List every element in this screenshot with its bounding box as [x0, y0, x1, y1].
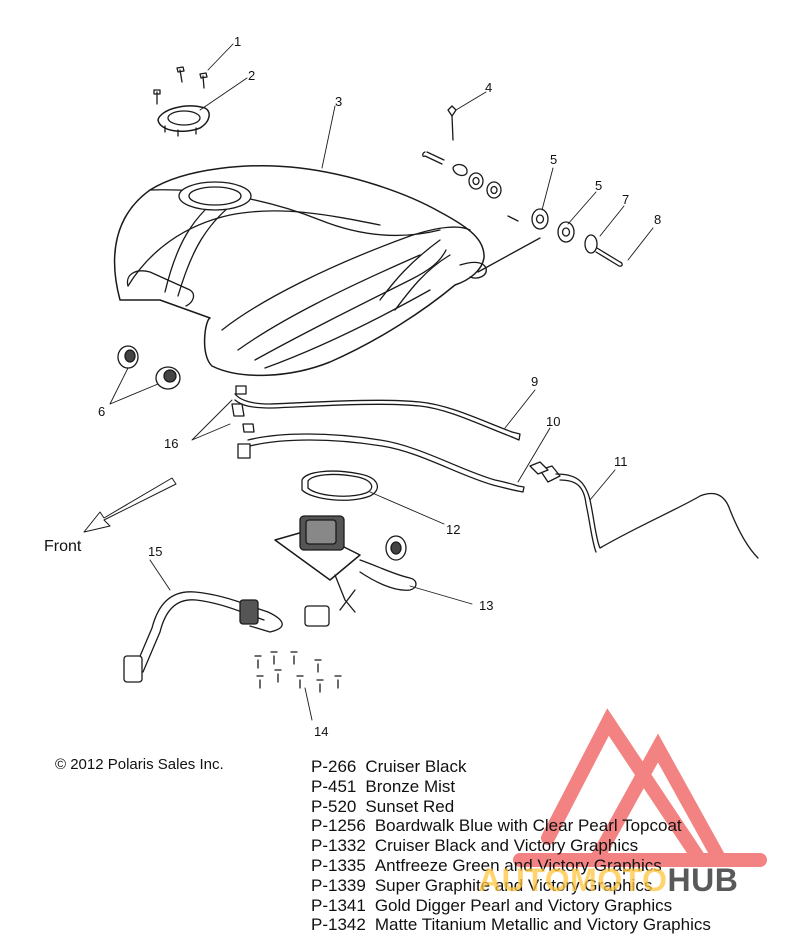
- watermark-logo: [513, 708, 767, 867]
- pump-gasket: [301, 470, 379, 501]
- mount-bolt-assembly: [422, 105, 623, 273]
- callout-1: 1: [234, 34, 241, 49]
- callout-9: 9: [531, 374, 538, 389]
- callout-8: 8: [654, 212, 661, 227]
- filler-cap-plate: [157, 105, 210, 137]
- callout-15: 15: [148, 544, 162, 559]
- pump-screws: [254, 651, 342, 693]
- callout-10: 10: [546, 414, 560, 429]
- callout-numbers: 1 2 3 4 5 5 7 8 6 9 10 11 16 12 13 15 14: [98, 34, 661, 739]
- callout-11: 11: [614, 454, 628, 469]
- callout-12: 12: [446, 522, 460, 537]
- grommets: [117, 345, 181, 390]
- vent-hoses: [231, 385, 525, 493]
- callout-5a: 5: [550, 152, 557, 167]
- leader-lines: [109, 43, 654, 721]
- front-label: Front: [44, 538, 82, 555]
- fuel-pump-module: [274, 515, 417, 627]
- callout-2: 2: [248, 68, 255, 83]
- copyright-notice: © 2012 Polaris Sales Inc.: [55, 756, 224, 773]
- callout-13: 13: [479, 598, 493, 613]
- callout-5b: 5: [595, 178, 602, 193]
- fuel-line: [123, 591, 283, 683]
- callout-14: 14: [314, 724, 328, 739]
- fuel-tank: [113, 165, 487, 377]
- callout-7: 7: [622, 192, 629, 207]
- cap-screws: [153, 66, 208, 105]
- bracket-rod: [529, 461, 759, 559]
- callout-4: 4: [485, 80, 492, 95]
- callout-6: 6: [98, 404, 105, 419]
- callout-16: 16: [164, 436, 178, 451]
- callout-3: 3: [335, 94, 342, 109]
- front-direction-arrow: [83, 477, 177, 533]
- watermark-text: AUTOMOTOHUB: [478, 862, 739, 898]
